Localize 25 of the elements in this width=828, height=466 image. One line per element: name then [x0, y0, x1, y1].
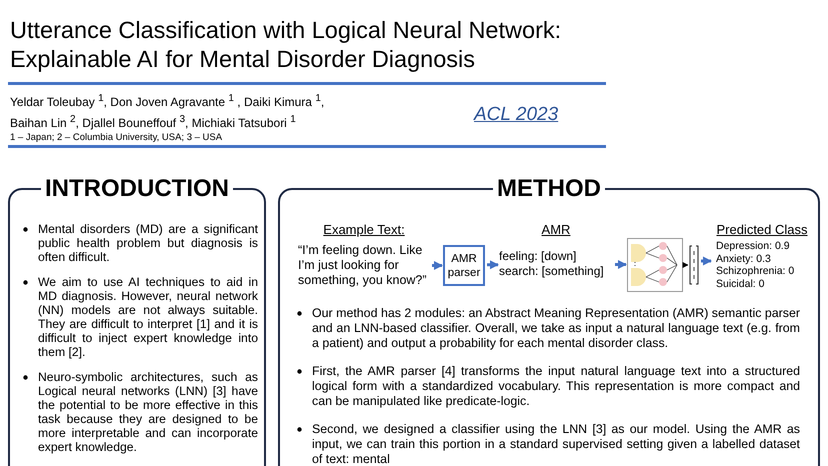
example-text: “I’m feeling down. Like I’m just looking for something, you know?”	[298, 243, 428, 288]
arrow	[615, 260, 627, 269]
column-heading: Predicted Class	[715, 222, 809, 237]
example-text: feeling: [down] search: [something]	[499, 249, 605, 279]
bullet-paragraph: We aim to use AI techniques to aid in MD diagnosis. However, neural network (NN) models are not always suitable. They are difficult to interpret [1] and it is difficult to inject expert knowledge into them [2].	[38, 275, 258, 359]
arrow	[487, 260, 499, 270]
bullet-paragraph: First, the AMR parser [4] transforms the input natural language text into a structured logical form with a standardized vocabulary. This representation is more compact and can be manipulated like predicate-logic.	[312, 364, 800, 409]
column-heading: Example Text:	[322, 222, 406, 237]
class-score: Depression: 0.9	[715, 240, 791, 252]
arrow	[701, 256, 712, 266]
class-score: Anxiety: 0.3	[715, 252, 772, 265]
bullet-paragraph: Second, we designed a classifier using the LNN [3] as our model. Using the AMR as input, we can train this portion in a standard supervised setting given a labelled dataset of text: mental	[312, 422, 800, 466]
bullet-paragraph: Neuro-symbolic architectures, such as Logical neural networks (LNN) [3] have the potential to be more effective in this task because they are designed to be more interpretable and can incorporate expert knowledge.	[38, 370, 258, 454]
process-box: AMR parser	[443, 245, 485, 286]
poster-title: Utterance Classification with Logical Neural Network: Explainable AI for Mental Disorder Diagnosis	[10, 16, 562, 74]
affiliation-text: 1 – Japan; 2 – Columbia University, USA; 3 – USA	[10, 132, 222, 143]
class-score: Suicidal: 0	[715, 278, 766, 290]
bullet-paragraph: Mental disorders (MD) are a significant public health problem but diagnosis is often difficult.	[38, 222, 258, 264]
class-score: Schizophrenia: 0	[715, 265, 796, 278]
author-list: Yeldar Toleubay $^{1}$, Don Joven Agravante $^{1}$ , Daiki Kimura $^{1}$, Baihan Lin $^{2}$, Djallel Bouneffouf $^{3}$, Michiaki Tatsubori $^{1}$	[10, 90, 350, 132]
column-heading: AMR	[540, 222, 572, 237]
conference-link: ACL 2023	[474, 104, 558, 126]
bullet-paragraph: Our method has 2 modules: an Abstract Meaning Representation (AMR) semantic parser and an LNN-based classifier. Overall, we take as input a natural language text (e.g. from a patient) and output a probability for each mental disorder class.	[312, 306, 800, 351]
arrow	[682, 262, 689, 268]
arrow	[432, 261, 443, 270]
